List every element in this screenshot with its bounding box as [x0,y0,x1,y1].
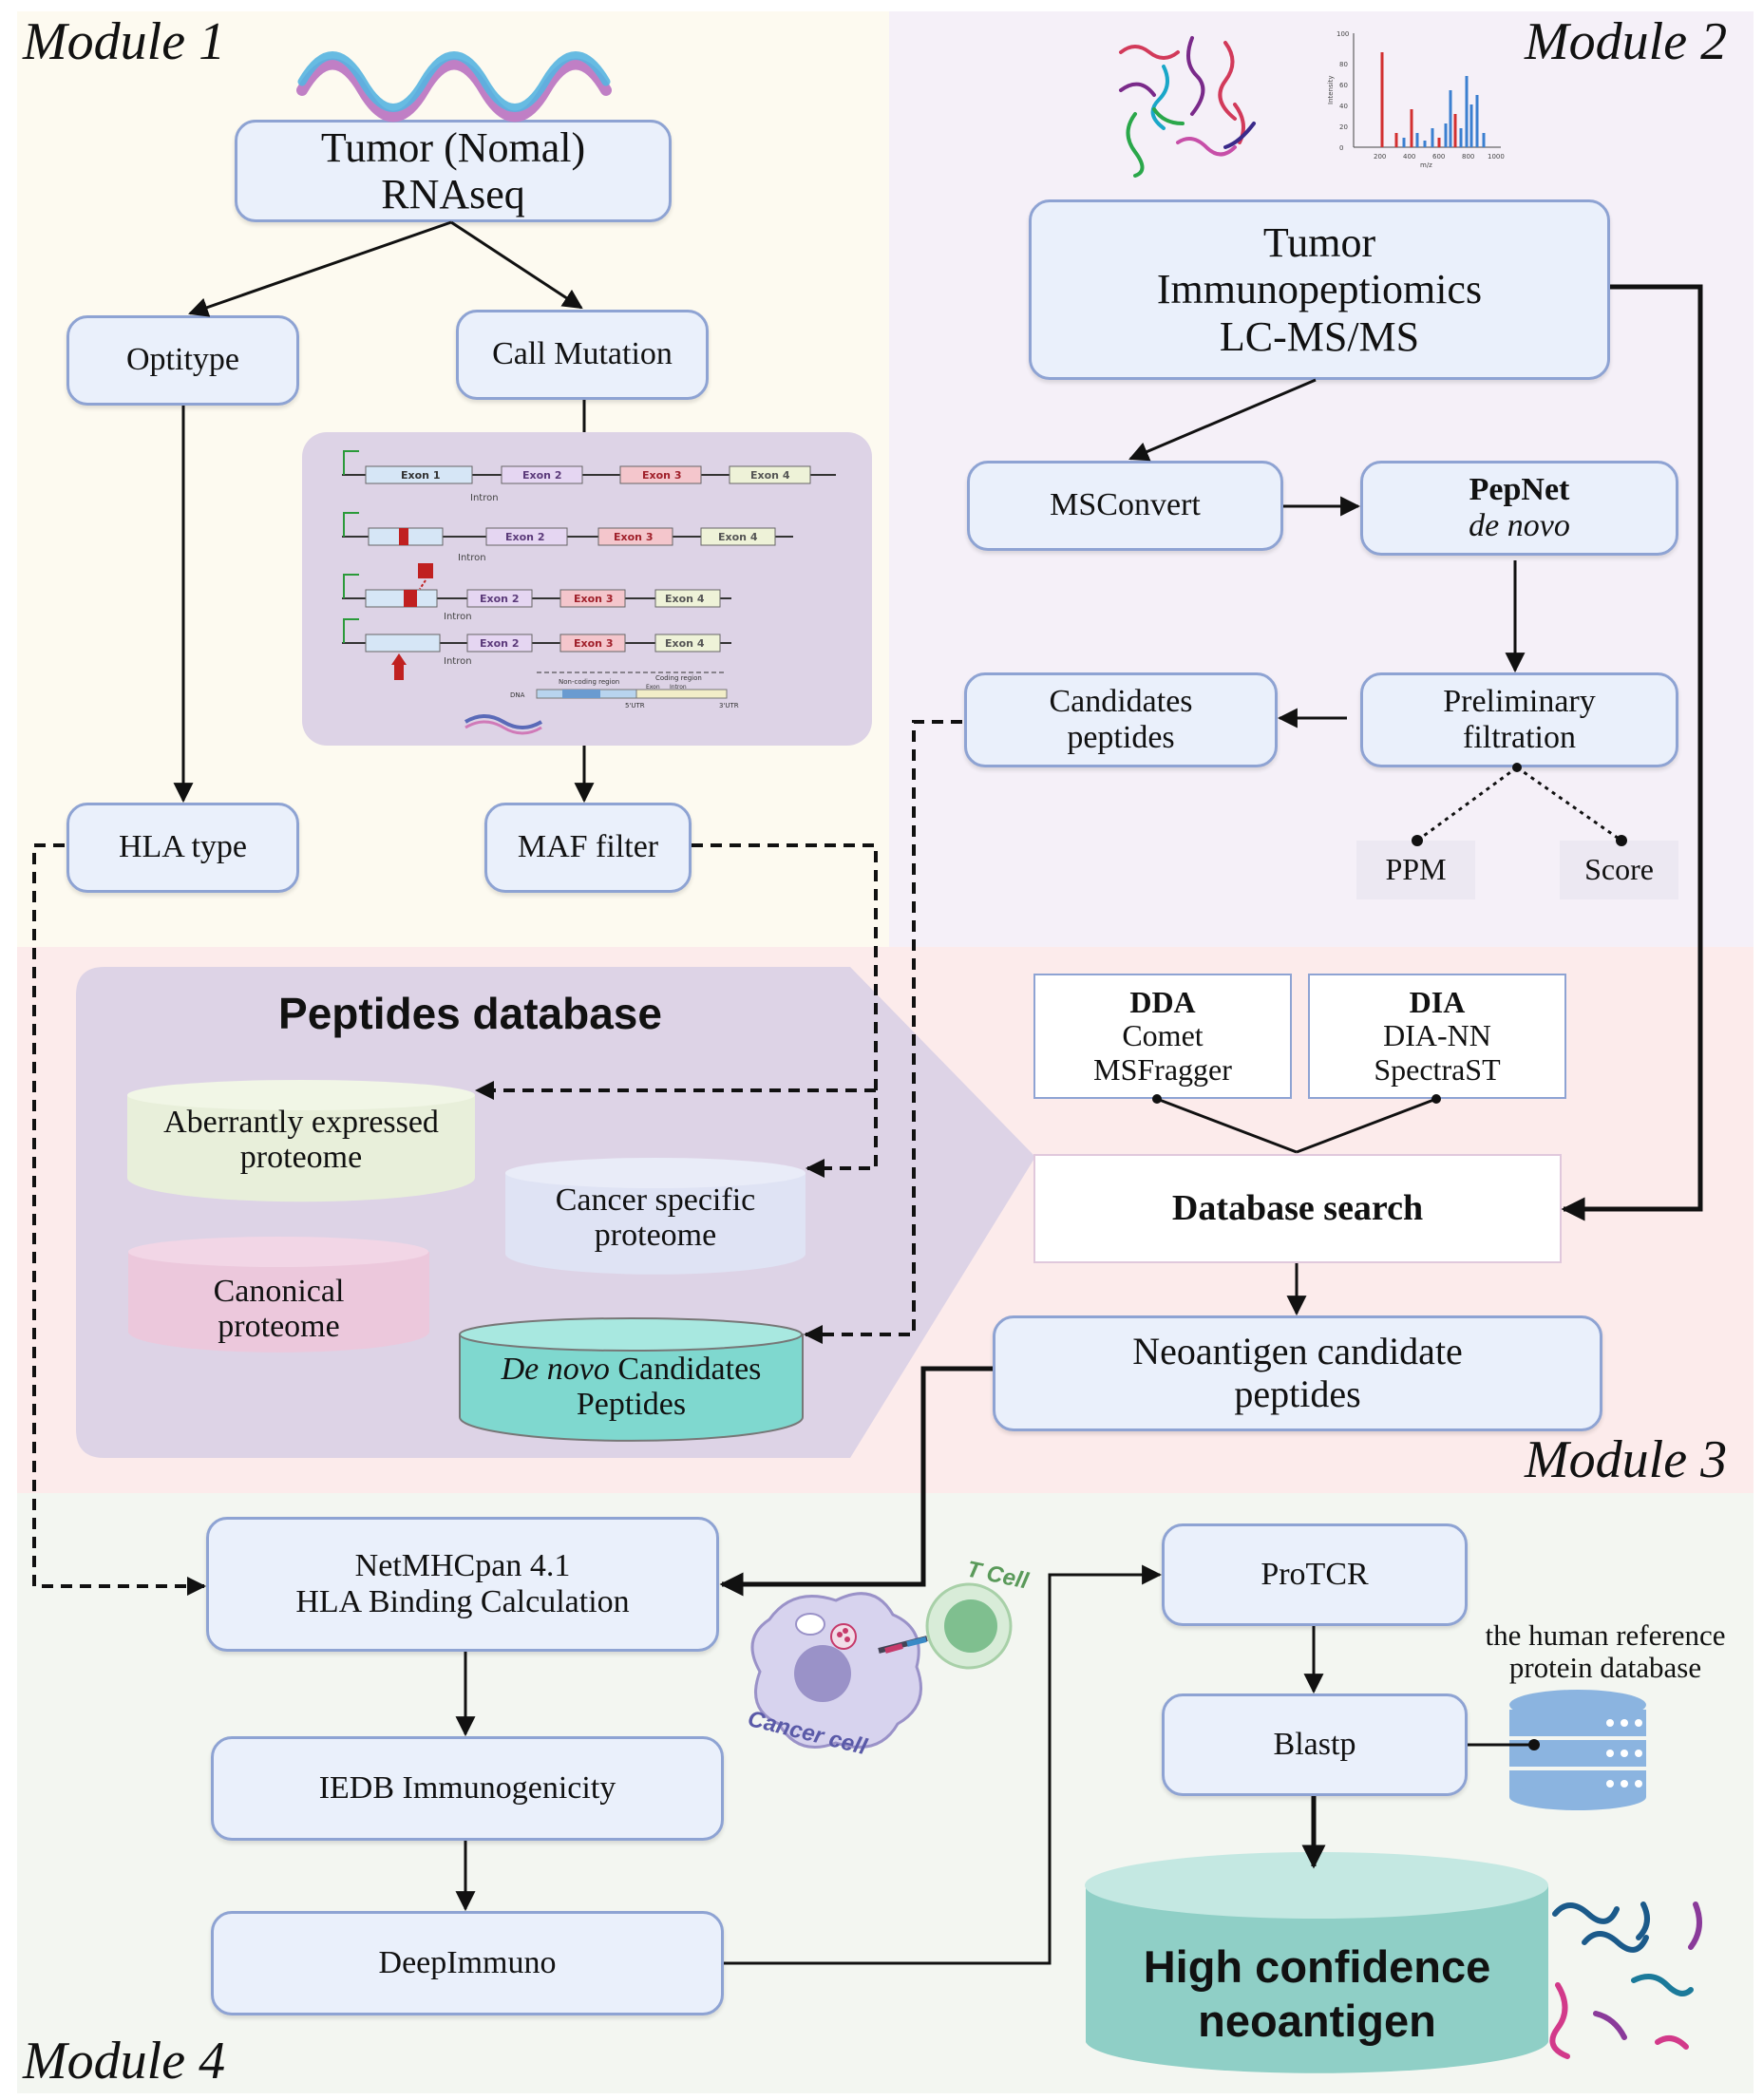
peptides-db-title: Peptides database [278,989,662,1038]
module2-label: Module 2 [1525,12,1728,71]
de-novo-candidates-peptides: De novo Candidates Peptides [501,1351,762,1422]
module1-label: Module 1 [23,12,226,71]
gene-structure-panel [302,432,872,746]
optitype-box: Optitype [66,315,299,406]
blastp-box: Blastp [1162,1693,1468,1796]
deepimmuno-box: DeepImmuno [211,1911,724,2015]
hla-type-box: HLA type [66,803,299,893]
rnaseq-box: Tumor (Nomal)RNAseq [235,120,672,222]
database-search-box: Database search [1033,1154,1562,1263]
de-novo-italic: De novo [501,1351,610,1387]
iedb-box: IEDB Immunogenicity [211,1736,724,1841]
call-mutation-box: Call Mutation [456,310,709,400]
msconvert-box: MSConvert [967,461,1283,551]
score-label: Score [1560,841,1678,899]
module3-label: Module 3 [1525,1430,1728,1489]
module4-label: Module 4 [23,2032,226,2091]
ppm-label: PPM [1356,841,1475,899]
maf-filter-box: MAF filter [484,803,692,893]
protcr-box: ProTCR [1162,1523,1468,1626]
de-novo-rest: Candidates [609,1351,762,1387]
